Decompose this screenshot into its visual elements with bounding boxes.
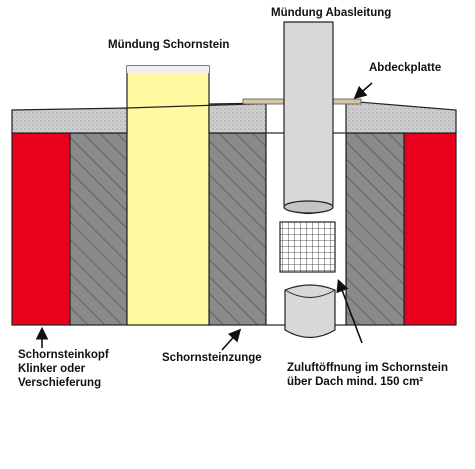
masonry-right [345, 132, 405, 326]
grid-vent [279, 221, 336, 273]
masonry-left [69, 132, 128, 326]
label-zuluft: Zuluftöffnung im Schornstein über Dach m… [287, 361, 448, 389]
label-muendung-abgas: Mündung Abasleitung [271, 7, 392, 19]
label-schornsteinkopf-line2: Klinker oder [18, 363, 86, 375]
flue-yellow [126, 65, 210, 326]
flue-top-cap [127, 66, 209, 73]
label-muendung-schornstein: Mündung Schornstein [108, 39, 230, 51]
arrow-abdeckplatte [353, 82, 373, 100]
arrow-zuluft [336, 279, 363, 344]
exhaust-pipe [283, 21, 334, 215]
lower-pipe-edge [284, 289, 336, 298]
masonry-tongue [208, 132, 267, 326]
exhaust-pipe-mouth [283, 200, 334, 214]
arrow-schornsteinzunge [221, 328, 242, 351]
lower-pipe [284, 284, 336, 339]
label-schornsteinkopf-line1: Schornsteinkopf [18, 349, 109, 361]
cap-slab [11, 100, 457, 134]
label-schornsteinzunge: Schornsteinzunge [162, 352, 262, 364]
label-abdeckplatte: Abdeckplatte [369, 62, 442, 74]
red-cladding-right [403, 132, 457, 326]
red-cladding-left [11, 132, 71, 326]
label-schornsteinkopf: Schornsteinkopf Klinker oder Verschiefer… [18, 348, 109, 390]
label-zuluft-line1: Zuluftöffnung im Schornstein [287, 362, 448, 374]
label-schornsteinkopf-line3: Verschieferung [18, 377, 102, 389]
label-zuluft-line2: über Dach mind. 150 cm² [287, 376, 424, 388]
